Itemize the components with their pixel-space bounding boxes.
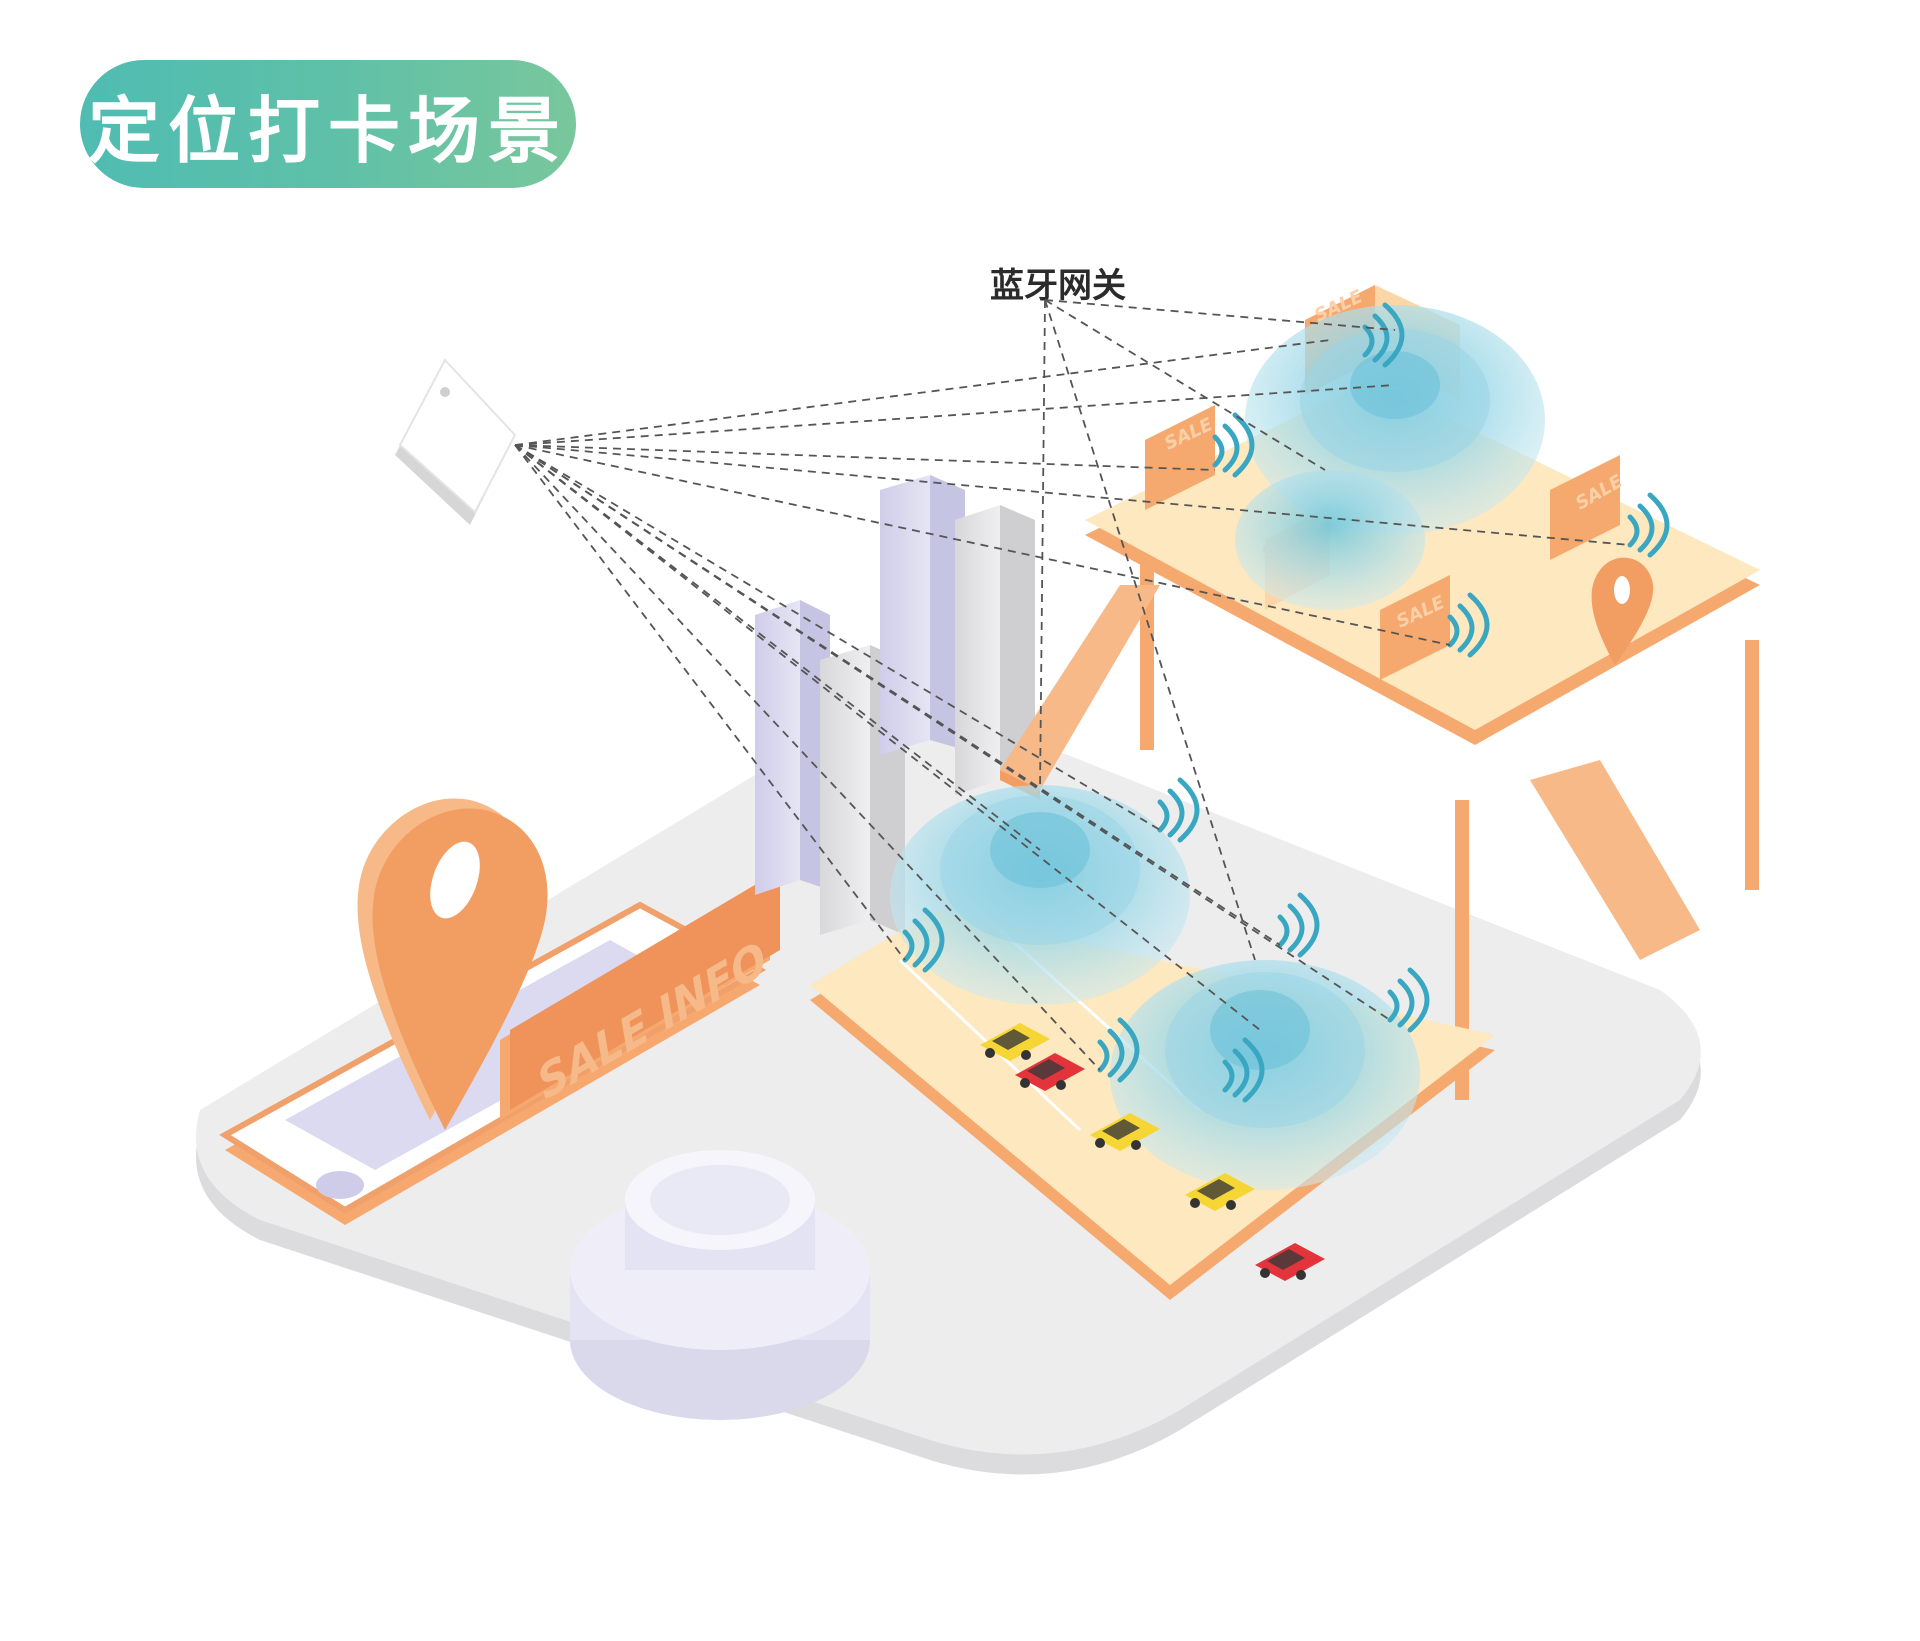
beacon-tag-icon: [395, 358, 517, 525]
location-pin-small-icon: [1591, 557, 1654, 665]
cylinder-structure: [570, 1150, 870, 1420]
location-pin-icon: [357, 798, 548, 1130]
signal-lines: [514, 339, 1631, 1071]
signal-dome-lower-2: [1110, 960, 1420, 1190]
signal-dome-upper-2: [1235, 470, 1425, 610]
stairs-right: [1530, 760, 1700, 960]
title-badge: 定位打卡场景: [80, 60, 576, 188]
gateway-label: 蓝牙网关: [990, 266, 1126, 306]
gateway-lines: [1039, 299, 1396, 961]
signal-dome-lower-1: [890, 785, 1190, 1005]
page-title: 定位打卡场景: [87, 88, 568, 173]
buildings: [755, 475, 1035, 935]
